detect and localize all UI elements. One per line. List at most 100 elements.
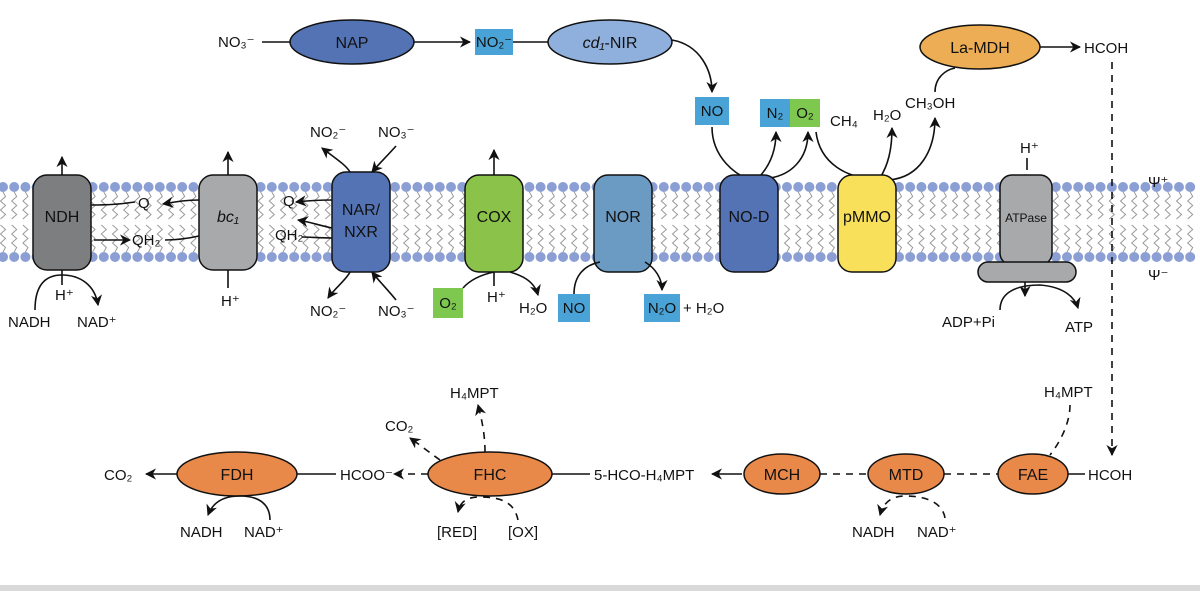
lipid-head bbox=[110, 252, 120, 262]
lipid-tail bbox=[660, 191, 668, 220]
ndh-h-label: H⁺ bbox=[55, 287, 74, 304]
lipid-head bbox=[535, 182, 546, 192]
lipid-tail bbox=[458, 224, 466, 253]
lipid-tail bbox=[559, 191, 567, 220]
lipid-head bbox=[1129, 182, 1140, 192]
lipid-tail bbox=[671, 191, 679, 220]
lipid-tail bbox=[940, 191, 948, 220]
lipid-tail bbox=[951, 224, 959, 253]
lipid-tail bbox=[100, 191, 108, 220]
ch4-line bbox=[815, 131, 871, 179]
lipid-tail bbox=[122, 191, 130, 220]
lipid-head bbox=[938, 182, 949, 192]
lipid-tail bbox=[570, 224, 578, 253]
lipid-head bbox=[961, 182, 972, 192]
lipid-tail bbox=[324, 191, 332, 220]
lipid-tail bbox=[1175, 191, 1183, 220]
lipid-head bbox=[446, 182, 456, 192]
cox-label: COX bbox=[477, 209, 512, 226]
ndh-qh2-label: QH₂ bbox=[132, 232, 161, 249]
lipid-head bbox=[524, 252, 535, 262]
nar-no2-top-label: NO₂⁻ bbox=[310, 124, 346, 141]
lipid-tail bbox=[526, 224, 533, 253]
lipid-tail bbox=[694, 191, 701, 220]
lipid-tail bbox=[918, 191, 925, 220]
lipid-tail bbox=[279, 191, 287, 220]
nod-products: N₂ O₂ bbox=[759, 99, 820, 179]
lipid-head bbox=[692, 182, 703, 192]
lipid-tail bbox=[548, 224, 556, 253]
lipid-tail bbox=[929, 224, 936, 253]
lipid-tail bbox=[985, 191, 992, 220]
bc1-h-label: H⁺ bbox=[221, 293, 240, 310]
lipid-tail bbox=[974, 191, 981, 220]
lipid-tail bbox=[1142, 191, 1149, 220]
lipid-tail bbox=[257, 191, 264, 220]
lipid-tail bbox=[436, 191, 444, 220]
lipid-tail bbox=[1097, 224, 1104, 253]
lipid-head bbox=[98, 252, 109, 262]
lipid-tail bbox=[391, 224, 399, 253]
lipid-head bbox=[121, 252, 132, 262]
lipid-tail bbox=[100, 224, 108, 253]
lipid-tail bbox=[962, 191, 970, 220]
o2-to-cox-line bbox=[462, 271, 495, 289]
lipid-tail bbox=[190, 191, 197, 220]
lipid-head bbox=[703, 182, 714, 192]
lipid-tail bbox=[985, 224, 992, 253]
lipid-head bbox=[266, 182, 277, 192]
lipid-head bbox=[1162, 182, 1173, 192]
fae-h4mpt-label: H₄MPT bbox=[1044, 384, 1093, 401]
lipid-head bbox=[20, 182, 31, 192]
lipid-tail bbox=[145, 191, 152, 220]
pmmo-complex: pMMO bbox=[837, 174, 897, 273]
ch3oh-to-lamdh-line bbox=[934, 67, 956, 93]
adp-to-atp-arrow bbox=[999, 284, 1081, 311]
nod-to-o2-arrow bbox=[769, 130, 814, 179]
ndh-nadh-to-nad-arrow bbox=[34, 274, 103, 311]
lipid-tail bbox=[0, 224, 7, 253]
lipid-tail bbox=[279, 224, 287, 253]
lipid-head bbox=[658, 182, 669, 192]
lipid-tail bbox=[582, 224, 589, 253]
lipid-head bbox=[580, 252, 591, 262]
lipid-tail bbox=[302, 191, 309, 220]
lipid-head bbox=[1140, 182, 1151, 192]
lipid-head bbox=[300, 252, 311, 262]
nor-complex: NOR NO N₂O + H₂O bbox=[558, 174, 724, 322]
lipid-tail bbox=[167, 191, 175, 220]
lipid-tail bbox=[1108, 224, 1116, 253]
cd1-nir-enzyme bbox=[547, 19, 673, 65]
nir-to-no-arrow bbox=[671, 39, 718, 94]
ndh-label: NDH bbox=[45, 209, 80, 226]
nod-protein bbox=[719, 174, 779, 273]
lipid-tail bbox=[290, 224, 298, 253]
lipid-head bbox=[0, 182, 8, 192]
nar-no3-bot-label: NO₃⁻ bbox=[378, 303, 415, 320]
lipid-tail bbox=[402, 224, 410, 253]
no-box bbox=[695, 97, 729, 125]
lipid-head bbox=[278, 252, 288, 262]
hcoh-bottom-label: HCOH bbox=[1088, 467, 1132, 484]
atpase-label: ATPase bbox=[1005, 211, 1047, 225]
lipid-tail bbox=[156, 224, 164, 253]
nar-q-label: Q bbox=[283, 193, 295, 210]
lipid-head bbox=[793, 182, 804, 192]
nar-qh2-line bbox=[301, 236, 333, 239]
lipid-head bbox=[558, 252, 568, 262]
no-to-nor-line bbox=[573, 261, 601, 295]
nod-complex: NO-D bbox=[719, 174, 779, 273]
o2-box bbox=[790, 99, 820, 127]
lipid-head bbox=[569, 182, 580, 192]
lipid-tail bbox=[1130, 191, 1138, 220]
lipid-head bbox=[938, 252, 949, 262]
lipid-tail bbox=[649, 191, 656, 220]
lipid-head bbox=[983, 252, 994, 262]
lipid-tail bbox=[1052, 224, 1060, 253]
ch3oh-label: CH₃OH bbox=[905, 95, 955, 112]
lipid-tail bbox=[268, 224, 276, 253]
lipid-head bbox=[782, 182, 792, 192]
lipid-head bbox=[804, 252, 815, 262]
lipid-head bbox=[1118, 252, 1128, 262]
